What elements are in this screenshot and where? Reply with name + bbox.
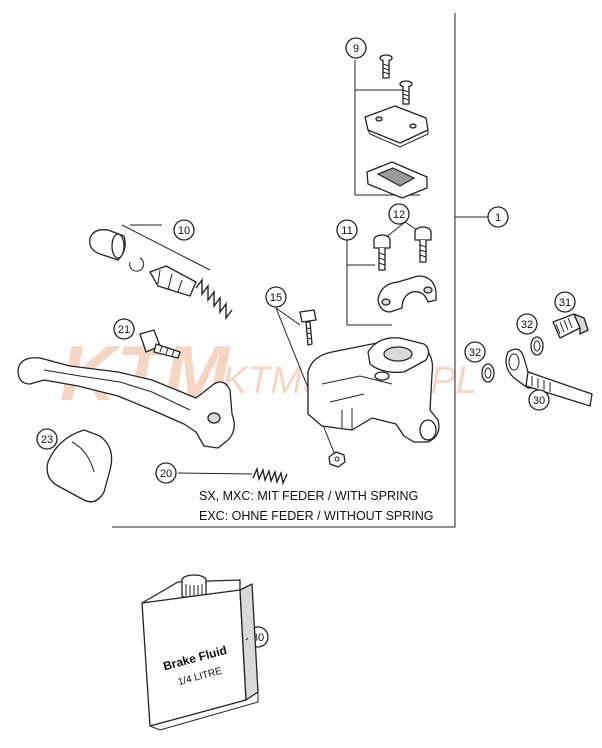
svg-text:9: 9 — [353, 43, 359, 55]
assembly-frame — [112, 13, 456, 528]
svg-text:1: 1 — [495, 212, 501, 224]
brake-lever-icon — [17, 357, 235, 449]
circlip-icon — [129, 257, 145, 272]
bolt-icon — [414, 226, 432, 263]
callout-10: 10 — [173, 219, 195, 241]
lever-protector-icon — [46, 429, 113, 503]
callout-1: 1 — [487, 206, 509, 228]
callout-21: 21 — [113, 318, 135, 340]
svg-text:31: 31 — [559, 297, 571, 309]
lever-spring-icon — [252, 466, 288, 486]
brake-hose-icon — [525, 371, 593, 407]
brake-fluid-bottle-icon: Brake Fluid 1/4 LITRE — [141, 574, 259, 731]
svg-text:21: 21 — [118, 324, 130, 336]
adjuster-screw-icon — [139, 329, 181, 359]
svg-text:15: 15 — [270, 292, 282, 304]
callout-15: 15 — [265, 286, 287, 308]
callout-20: 20 — [155, 462, 177, 484]
brake-line-group — [481, 313, 593, 407]
leader-80 — [245, 637, 249, 641]
callout-11: 11 — [336, 219, 358, 241]
svg-text:30: 30 — [533, 395, 545, 407]
pivot-bolt-icon — [299, 309, 317, 346]
nut-icon — [328, 451, 346, 468]
svg-text:32: 32 — [521, 319, 533, 331]
callout-31: 31 — [554, 291, 576, 313]
note-without-spring: EXC: OHNE FEDER / WITHOUT SPRING — [199, 509, 434, 523]
svg-text:12: 12 — [393, 209, 405, 221]
svg-text:20: 20 — [160, 468, 172, 480]
callout-32-upper: 32 — [516, 313, 538, 335]
svg-text:11: 11 — [341, 225, 352, 237]
screw-icon — [399, 80, 413, 105]
part-group-15 — [275, 307, 346, 468]
callout-12: 12 — [388, 203, 410, 225]
banjo-bolt-icon — [552, 313, 589, 339]
svg-text:23: 23 — [41, 434, 53, 446]
handlebar-clamp-icon — [377, 275, 437, 313]
svg-text:10: 10 — [178, 225, 190, 237]
washer-icon — [481, 363, 495, 383]
master-cylinder-icon — [307, 337, 440, 443]
note-with-spring: SX, MXC: MIT FEDER / WITH SPRING — [199, 489, 418, 503]
screw-icon — [379, 54, 393, 79]
bolt-icon — [373, 234, 391, 271]
reservoir-cap-icon — [364, 105, 429, 144]
piston-icon — [149, 265, 197, 297]
piston-spring-icon — [195, 277, 233, 321]
svg-text:32: 32 — [469, 347, 481, 359]
callout-9: 9 — [345, 37, 367, 59]
part-group-10 — [89, 224, 233, 321]
part-group-11-12 — [346, 221, 437, 326]
callout-30: 30 — [528, 389, 550, 411]
callout-23: 23 — [36, 428, 58, 450]
part-group-9 — [354, 54, 429, 199]
callout-32-lower: 32 — [464, 341, 486, 363]
washer-icon — [530, 336, 544, 356]
